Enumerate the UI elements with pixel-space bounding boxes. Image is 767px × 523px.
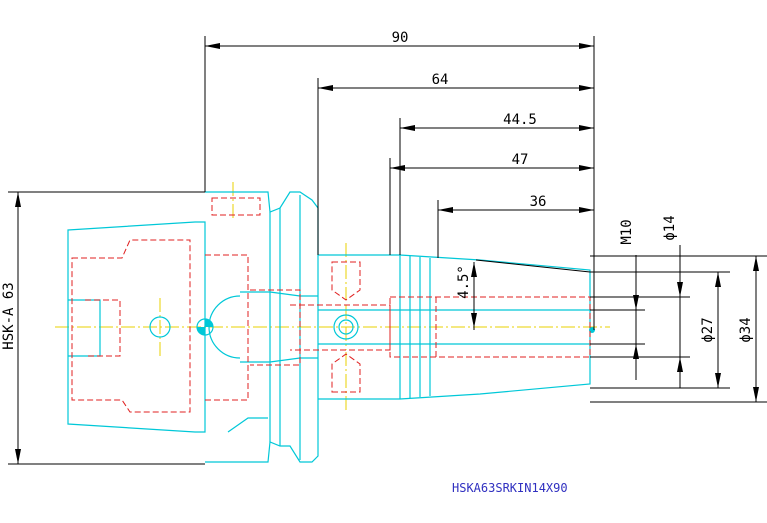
datum-fill-1: [205, 319, 213, 327]
dim-angle-text: 4.5°: [456, 265, 472, 299]
arrow: [400, 125, 415, 131]
dim-47-text: 47: [512, 152, 529, 168]
arrow: [438, 207, 453, 213]
dim-36-text: 36: [530, 194, 547, 210]
center-lines: [55, 182, 610, 412]
collet-bore: [389, 296, 591, 358]
arrow: [471, 313, 477, 328]
arrow: [677, 357, 683, 372]
arrow: [579, 85, 594, 91]
dim-90-text: 90: [392, 30, 409, 46]
arrow: [471, 262, 477, 277]
arrow: [15, 449, 21, 464]
arrow: [715, 272, 721, 287]
bore-hidden: [250, 289, 301, 366]
dim-d34-text: ϕ34: [738, 317, 754, 342]
angle-ref: [475, 259, 591, 273]
arrow: [15, 192, 21, 207]
arrow: [579, 207, 594, 213]
screw-head-inner: [338, 319, 354, 335]
dim-m10-text: M10: [619, 219, 635, 244]
flange-slot: [211, 197, 261, 216]
shank-notch: [68, 299, 101, 357]
flange-hidden: [205, 254, 249, 401]
screw-head: [333, 314, 359, 340]
dim-d14-text: ϕ14: [662, 215, 678, 240]
arrow: [633, 295, 639, 310]
arrow: [753, 256, 759, 271]
arrow: [579, 165, 594, 171]
screw-top: [331, 261, 361, 301]
arrow: [715, 373, 721, 388]
arrow: [579, 125, 594, 131]
dim-d27-text: ϕ27: [700, 317, 716, 342]
dim-hsk-text: HSK-A 63: [1, 282, 17, 349]
flange-chamfer: [227, 417, 268, 433]
arrow: [579, 43, 594, 49]
shank-hidden: [71, 239, 191, 413]
arrow: [318, 85, 333, 91]
arrow: [633, 344, 639, 359]
arrow: [390, 165, 405, 171]
arrow: [753, 387, 759, 402]
tool-holder-outline: [67, 191, 595, 463]
shank-hidden-inner: [85, 299, 121, 357]
dim-445-text: 44.5: [503, 112, 537, 128]
part-number: HSKA63SRKIN14X90: [452, 481, 568, 495]
dim-64-text: 64: [432, 72, 449, 88]
hidden-lines: [71, 197, 591, 413]
dimensions: 90 64 44.5 47 36 HSK-A 63: [1, 30, 767, 465]
datum-fill-2: [197, 327, 205, 335]
bore-top: [240, 291, 318, 297]
flange: [205, 191, 319, 463]
arrow: [677, 282, 683, 297]
shank-hole: [149, 316, 171, 338]
hsk-shank: [67, 221, 206, 433]
screw-bottom: [331, 353, 361, 393]
bore-bottom: [240, 357, 318, 363]
arrow: [205, 43, 220, 49]
